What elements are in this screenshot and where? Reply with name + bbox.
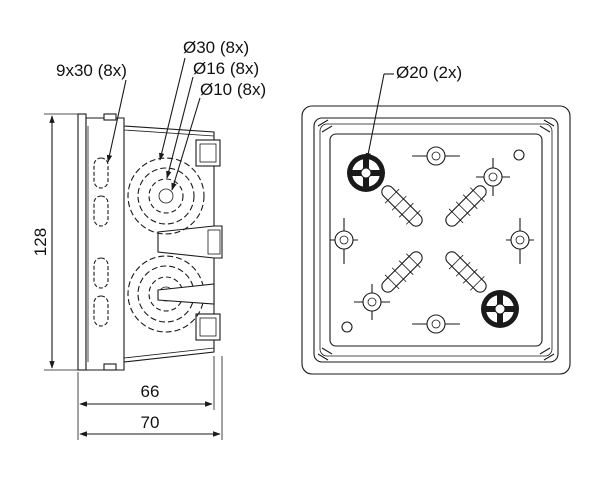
knockout-20-label: Ø20 (2x) xyxy=(396,63,462,82)
knockout-30-label: Ø30 (8x) xyxy=(183,38,249,57)
clamp-lower-left xyxy=(381,251,423,293)
clamp-upper-left xyxy=(381,185,423,227)
screw-post-left xyxy=(330,218,358,264)
height-dimension-value: 128 xyxy=(31,228,50,256)
clamp-lower-right xyxy=(445,251,487,293)
height-dimension xyxy=(44,113,78,371)
side-leaders xyxy=(106,57,201,191)
knockout-10-label: Ø10 (8x) xyxy=(200,80,266,99)
knockout-16-label: Ø16 (8x) xyxy=(193,59,259,78)
screw-post-upper-right xyxy=(476,158,510,196)
knockout-20-top xyxy=(347,154,385,192)
slot-label: 9x30 (8x) xyxy=(56,61,127,80)
screw-post-bottom xyxy=(412,314,460,334)
clamp-upper-right xyxy=(445,185,487,227)
screw-post-right xyxy=(506,218,534,264)
front-view xyxy=(301,105,571,375)
screw-post-lower-left xyxy=(354,284,390,320)
depth-inner-dimension: 66 xyxy=(141,382,160,401)
knockout-20-leader xyxy=(365,73,394,161)
depth-outer-dimension: 70 xyxy=(141,413,160,432)
screw-post-top xyxy=(412,146,460,166)
knockout-20-bottom xyxy=(481,290,519,328)
side-view xyxy=(77,113,223,371)
depth-dimensions xyxy=(77,356,223,440)
